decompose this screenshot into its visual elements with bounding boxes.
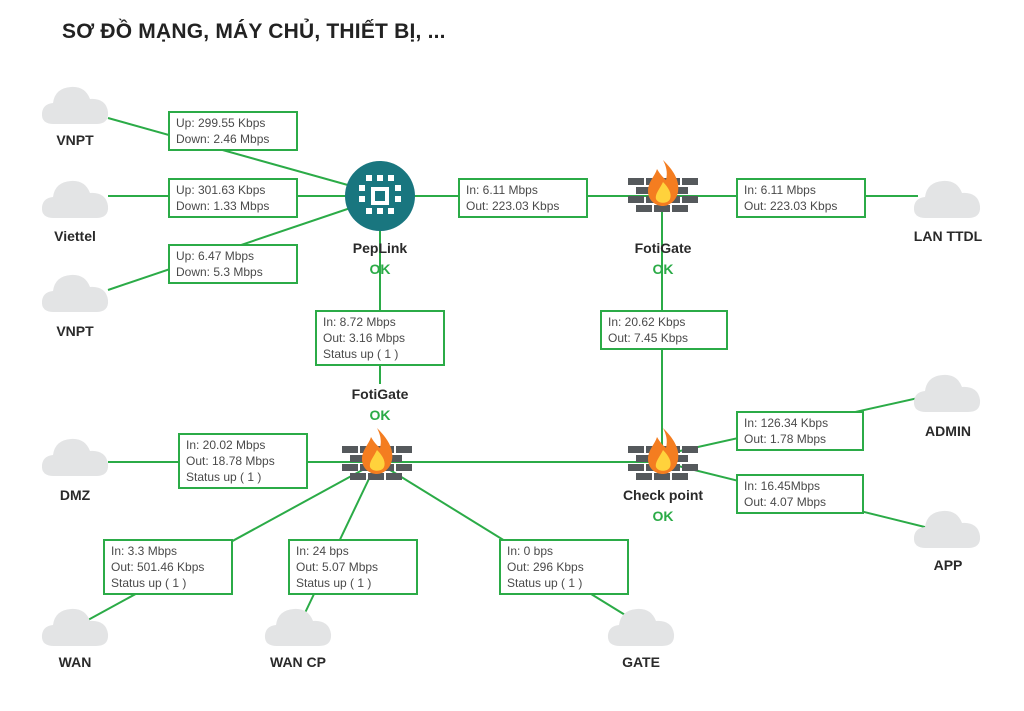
cloud-icon-vnpt1 bbox=[41, 86, 109, 124]
traffic-in: In: 6.11 Mbps bbox=[466, 183, 538, 197]
traffic-box-peplink-fotigate: In: 6.11 Mbps Out: 223.03 Kbps bbox=[458, 178, 588, 218]
traffic-in: In: 0 bps bbox=[507, 544, 554, 558]
traffic-box-dmz: In: 20.02 Mbps Out: 18.78 Mbps Status up… bbox=[178, 433, 308, 489]
peplink-label: PepLink bbox=[352, 240, 408, 256]
traffic-in: In: 16.45Mbps bbox=[744, 479, 821, 493]
cloud-icon-viettel bbox=[41, 180, 109, 218]
traffic-status: Status up ( 1 ) bbox=[111, 576, 187, 590]
traffic-out: Out: 1.78 Mbps bbox=[744, 432, 827, 446]
traffic-box-gate: In: 0 bps Out: 296 Kbps Status up ( 1 ) bbox=[499, 539, 629, 595]
cloud-label-lan-ttdl: LAN TTDL bbox=[913, 228, 983, 244]
traffic-in: In: 3.3 Mbps bbox=[111, 544, 178, 558]
traffic-down: Down: 2.46 Mbps bbox=[176, 132, 270, 146]
traffic-out: Out: 18.78 Mbps bbox=[186, 454, 275, 468]
cloud-label-wan-cp: WAN CP bbox=[270, 654, 326, 670]
traffic-status: Status up ( 1 ) bbox=[507, 576, 583, 590]
traffic-box-viettel: Up: 301.63 Kbps Down: 1.33 Mbps bbox=[168, 178, 298, 218]
traffic-down: Down: 1.33 Mbps bbox=[176, 199, 270, 213]
fotigate-top-status: OK bbox=[652, 261, 674, 277]
traffic-up: Up: 299.55 Kbps bbox=[176, 116, 266, 130]
cloud-icon-lan-ttdl bbox=[913, 180, 981, 218]
traffic-up: Up: 6.47 Mbps bbox=[176, 249, 255, 263]
cloud-label-vnpt2: VNPT bbox=[56, 323, 94, 339]
cloud-icon-wan bbox=[41, 608, 109, 646]
traffic-out: Out: 7.45 Kbps bbox=[608, 331, 689, 345]
traffic-box-wan-cp: In: 24 bps Out: 5.07 Mbps Status up ( 1 … bbox=[288, 539, 418, 595]
cloud-label-vnpt1: VNPT bbox=[56, 132, 94, 148]
traffic-status: Status up ( 1 ) bbox=[186, 470, 262, 484]
traffic-up: Up: 301.63 Kbps bbox=[176, 183, 266, 197]
traffic-box-wan: In: 3.3 Mbps Out: 501.46 Kbps Status up … bbox=[103, 539, 233, 595]
traffic-out: Out: 296 Kbps bbox=[507, 560, 584, 574]
traffic-out: Out: 223.03 Kbps bbox=[466, 199, 560, 213]
firewall-icon-checkpoint bbox=[628, 428, 698, 480]
traffic-box-app: In: 16.45Mbps Out: 4.07 Mbps bbox=[736, 474, 864, 514]
cloud-label-dmz: DMZ bbox=[59, 487, 91, 503]
cloud-label-admin: ADMIN bbox=[925, 423, 971, 439]
traffic-out: Out: 223.03 Kbps bbox=[744, 199, 838, 213]
router-icon bbox=[345, 161, 415, 231]
traffic-in: In: 6.11 Mbps bbox=[744, 183, 816, 197]
fotigate-mid-status: OK bbox=[369, 407, 391, 423]
firewall-icon-mid bbox=[342, 428, 412, 480]
traffic-box-lan-ttdl: In: 6.11 Mbps Out: 223.03 Kbps bbox=[736, 178, 866, 218]
traffic-in: In: 8.72 Mbps bbox=[323, 315, 396, 329]
checkpoint-label: Check point bbox=[622, 487, 704, 503]
traffic-box-admin: In: 126.34 Kbps Out: 1.78 Mbps bbox=[736, 411, 864, 451]
fotigate-mid-label: FotiGate bbox=[351, 386, 409, 402]
cloud-label-gate: GATE bbox=[622, 654, 660, 670]
cloud-icon-vnpt2 bbox=[41, 274, 109, 312]
cloud-icon-admin bbox=[913, 374, 981, 412]
cloud-icon-app bbox=[913, 510, 981, 548]
traffic-status: Status up ( 1 ) bbox=[296, 576, 372, 590]
traffic-box-vnpt2: Up: 6.47 Mbps Down: 5.3 Mbps bbox=[168, 244, 298, 284]
traffic-out: Out: 5.07 Mbps bbox=[296, 560, 379, 574]
traffic-in: In: 24 bps bbox=[296, 544, 349, 558]
traffic-in: In: 126.34 Kbps bbox=[744, 416, 829, 430]
traffic-out: Out: 3.16 Mbps bbox=[323, 331, 406, 345]
traffic-box-peplink-down: In: 8.72 Mbps Out: 3.16 Mbps Status up (… bbox=[315, 310, 445, 366]
cloud-label-app: APP bbox=[933, 557, 963, 573]
page-title: SƠ ĐỒ MẠNG, MÁY CHỦ, THIẾT BỊ, ... bbox=[62, 20, 446, 43]
cloud-label-viettel: Viettel bbox=[54, 228, 96, 244]
fotigate-top-label: FotiGate bbox=[634, 240, 692, 256]
checkpoint-status: OK bbox=[652, 508, 674, 524]
traffic-in: In: 20.02 Mbps bbox=[186, 438, 266, 452]
firewall-icon-top bbox=[628, 160, 698, 212]
cloud-icon-gate bbox=[607, 608, 675, 646]
traffic-status: Status up ( 1 ) bbox=[323, 347, 399, 361]
traffic-out: Out: 4.07 Mbps bbox=[744, 495, 827, 509]
cloud-icon-dmz bbox=[41, 438, 109, 476]
traffic-down: Down: 5.3 Mbps bbox=[176, 265, 263, 279]
cloud-label-wan: WAN bbox=[58, 654, 92, 670]
traffic-box-vnpt1: Up: 299.55 Kbps Down: 2.46 Mbps bbox=[168, 111, 298, 151]
peplink-status: OK bbox=[369, 261, 391, 277]
traffic-box-fotigate-down: In: 20.62 Kbps Out: 7.45 Kbps bbox=[600, 310, 728, 350]
traffic-in: In: 20.62 Kbps bbox=[608, 315, 686, 329]
traffic-out: Out: 501.46 Kbps bbox=[111, 560, 205, 574]
cloud-icon-wan-cp bbox=[264, 608, 332, 646]
